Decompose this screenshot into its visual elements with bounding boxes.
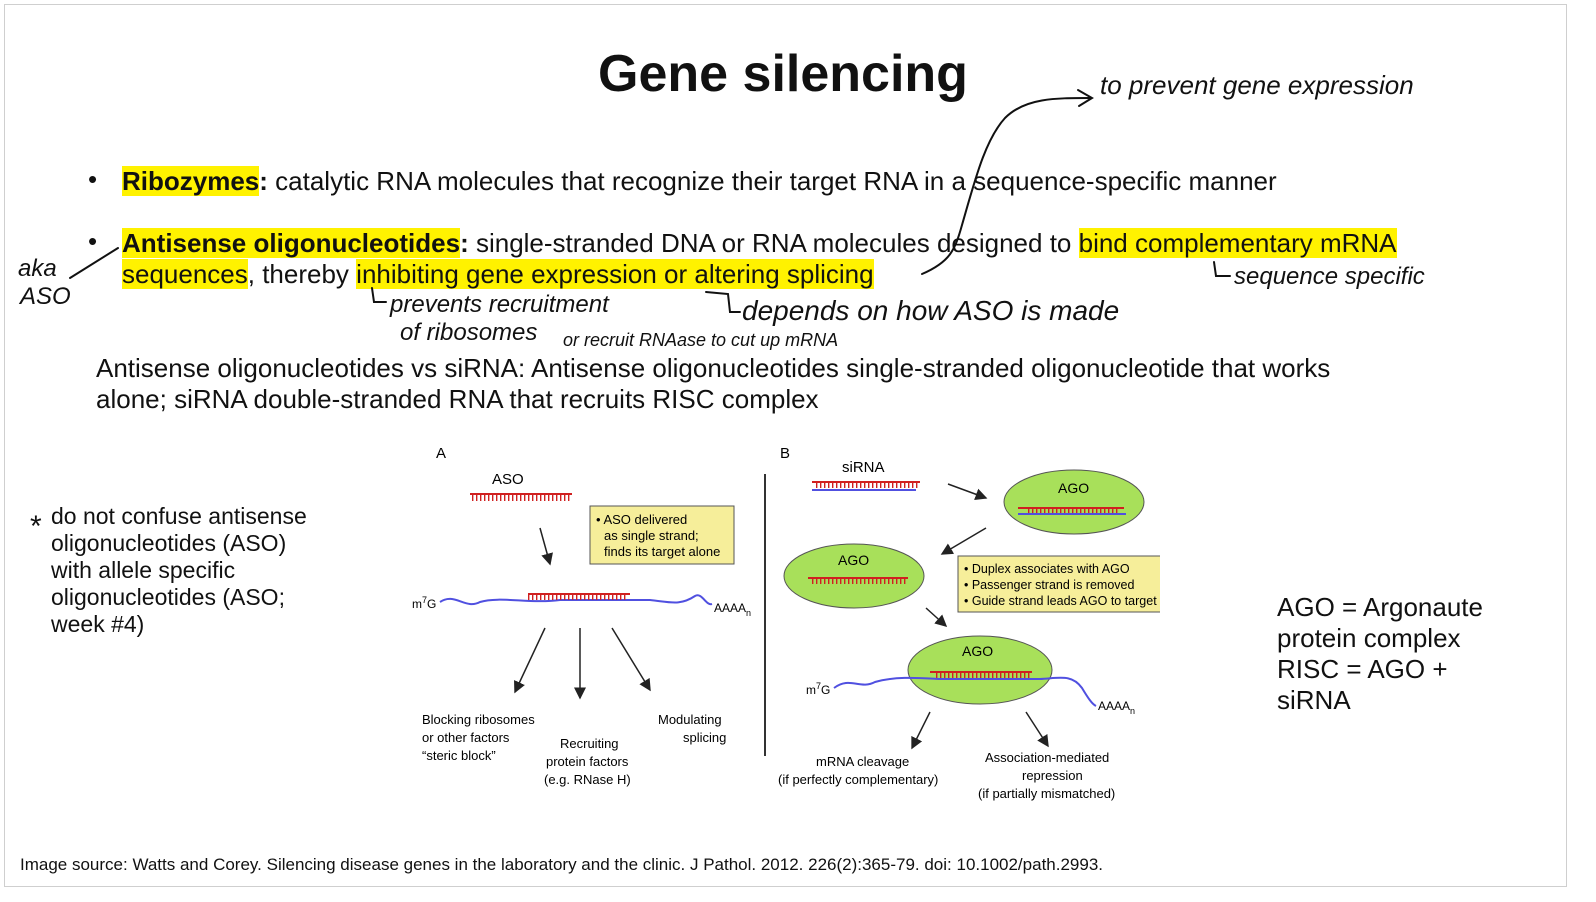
hand-prevents-1: prevents recruitment — [389, 291, 610, 318]
aso-info-box — [589, 505, 735, 565]
ago-ellipse-1 — [1003, 469, 1145, 535]
side-note-line: oligonucleotides (ASO) — [51, 530, 287, 556]
sirna-box-line: • Duplex associates with AGO — [964, 562, 1130, 576]
highlight-sequences: sequences — [122, 259, 248, 289]
outcome-cleavage: mRNA cleavage — [816, 754, 909, 769]
hand-sequence-specific: sequence specific — [1234, 263, 1425, 290]
outcome-recruit: Recruiting — [560, 736, 619, 751]
hand-aso: ASO — [18, 283, 71, 310]
ago-note: AGO = Argonaute protein complex RISC = A… — [1277, 592, 1483, 716]
ago-label: AGO — [962, 643, 993, 659]
arrow-b3 — [925, 607, 948, 628]
aso-label: ASO — [492, 471, 524, 488]
side-note: do not confuse antisense oligonucleotide… — [51, 503, 307, 638]
outcome-steric: or other factors — [422, 730, 510, 745]
bullet-dot: • — [88, 164, 98, 194]
arrow-head — [1077, 89, 1094, 107]
polya-a: AAAAn — [714, 601, 751, 618]
ago-label: AGO — [1058, 480, 1089, 496]
ago-note-line: siRNA — [1277, 685, 1351, 715]
aso-box-line: as single strand; — [604, 528, 699, 543]
highlight-bind: bind complementary mRNA — [1078, 228, 1397, 258]
side-note-line: week #4) — [51, 611, 145, 637]
arrow-b2 — [940, 527, 987, 555]
outcome-repression: (if partially mismatched) — [978, 786, 1115, 801]
aso-box-line: finds its target alone — [604, 544, 720, 559]
ribozymes-definition: catalytic RNA molecules that recognize t… — [267, 166, 1277, 196]
sirna-box-line: • Guide strand leads AGO to target — [964, 594, 1157, 608]
slide — [4, 4, 1567, 887]
ago-note-line: protein complex — [1277, 623, 1461, 653]
aso-definition-b: , thereby — [247, 259, 357, 289]
term-colon: : — [259, 166, 268, 196]
panel-b-label: B — [780, 445, 790, 462]
polya-b: AAAAn — [1098, 699, 1135, 716]
sirna-ticks — [814, 483, 918, 488]
bullet-aso-line2: sequences, thereby inhibiting gene expre… — [122, 259, 874, 290]
aso-box-line: • ASO delivered — [596, 512, 687, 527]
arrow-repression — [1025, 711, 1049, 748]
arrow-down-a — [539, 527, 553, 566]
star-mark: * — [30, 510, 42, 543]
mrna-b — [833, 676, 1097, 707]
side-note-line: with allele specific — [51, 557, 236, 583]
aso-ticks — [472, 495, 570, 501]
outcome-recruit: protein factors — [546, 754, 629, 769]
hook-prevents — [371, 287, 387, 303]
hook-depends — [705, 291, 741, 313]
outcome-repression: Association-mediated — [985, 750, 1109, 765]
outcome-cleavage: (if perfectly complementary) — [778, 772, 938, 787]
bullet-dot: • — [88, 226, 98, 256]
hand-to-prevent: to prevent gene expression — [1100, 70, 1414, 100]
outcome-recruit: (e.g. RNase H) — [544, 772, 631, 787]
side-note-line: oligonucleotides (ASO; — [51, 584, 285, 610]
arrow-cleavage — [911, 711, 931, 750]
highlight-inhibiting: inhibiting gene expression or altering s… — [356, 259, 874, 289]
bullet-ribozymes: Ribozymes: catalytic RNA molecules that … — [122, 166, 1277, 197]
comparison-line-2: alone; siRNA double-stranded RNA that re… — [96, 384, 819, 414]
arrow-steric — [514, 627, 546, 694]
outcome-steric: Blocking ribosomes — [422, 712, 535, 727]
ago-note-line: AGO = Argonaute — [1277, 592, 1483, 622]
panel-a-label: A — [436, 445, 446, 462]
outcome-steric: “steric block” — [422, 748, 496, 763]
aso-definition-a: single-stranded DNA or RNA molecules des… — [468, 228, 1079, 258]
arrow-to-prevent — [921, 97, 1091, 275]
hand-aka: aka — [18, 255, 57, 282]
m7g-label-b: m7G — [806, 681, 830, 697]
aso-bound-ticks — [528, 594, 628, 600]
term-ribozymes: Ribozymes — [122, 166, 260, 196]
bullet-aso-line1: Antisense oligonucleotides: single-stran… — [122, 228, 1397, 259]
ago-note-line: RISC = AGO + — [1277, 654, 1448, 684]
page-title: Gene silencing — [598, 45, 968, 103]
comparison-line-1: Antisense oligonucleotides vs siRNA: Ant… — [96, 353, 1331, 383]
aka-line — [69, 247, 119, 279]
hook-sequence — [1213, 261, 1231, 277]
mrna-a — [439, 594, 713, 606]
arrow-splice — [611, 627, 651, 692]
outcome-splice: splicing — [683, 730, 726, 745]
hand-or-recruit: or recruit RNAase to cut up mRNA — [563, 330, 838, 350]
image-source: Image source: Watts and Corey. Silencing… — [20, 855, 1104, 874]
term-aso: Antisense oligonucleotides — [122, 228, 461, 258]
term-colon: : — [460, 228, 469, 258]
sirna-info-box — [957, 555, 1160, 613]
m7g-label-a: m7G — [412, 595, 436, 611]
sirna-box-line: • Passenger strand is removed — [964, 578, 1134, 592]
ago-ellipse-2 — [783, 543, 925, 609]
ago-ellipse-3 — [907, 635, 1053, 705]
ago-label: AGO — [838, 552, 869, 568]
sirna-label: siRNA — [842, 459, 885, 476]
aso-sirna-figure: A ASO • ASO delivered as single strand; … — [412, 445, 1160, 801]
hand-prevents-2: of ribosomes — [400, 319, 537, 346]
side-note-line: do not confuse antisense — [51, 503, 307, 529]
outcome-repression: repression — [1022, 768, 1083, 783]
hand-depends: depends on how ASO is made — [742, 295, 1119, 326]
outcome-splice: Modulating — [658, 712, 722, 727]
arrow-b1 — [947, 483, 988, 501]
